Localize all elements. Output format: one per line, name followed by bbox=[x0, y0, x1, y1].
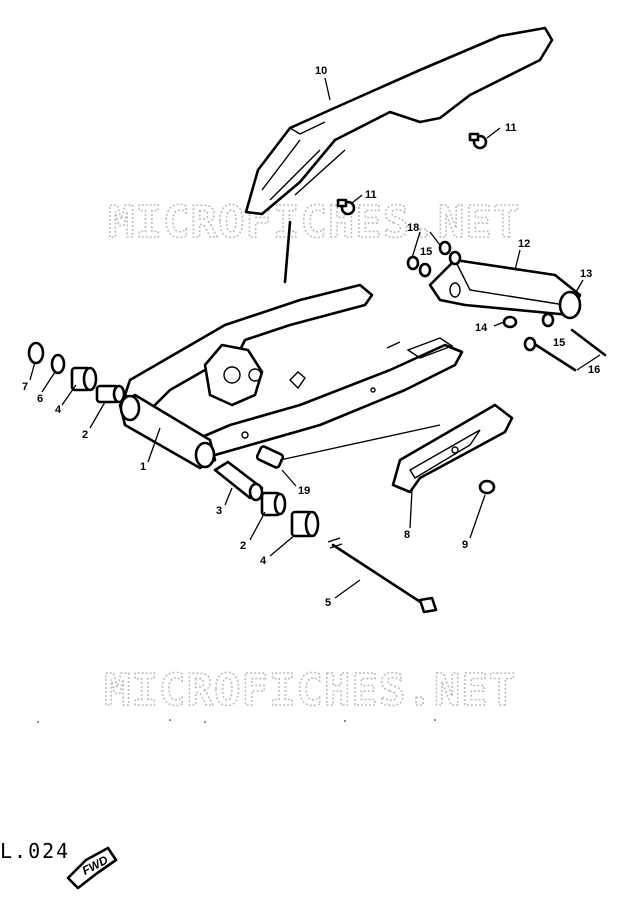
part-16-bolt-b bbox=[570, 328, 607, 357]
part-14-washer bbox=[502, 315, 518, 329]
callout-6: 6 bbox=[37, 393, 43, 405]
callout-3: 3 bbox=[216, 505, 222, 517]
callout-8: 8 bbox=[404, 529, 410, 541]
fwd-arrow-icon: FWD bbox=[66, 846, 118, 890]
part-4-bearing-right bbox=[290, 510, 320, 538]
callout-1: 1 bbox=[140, 461, 146, 473]
leader-lines bbox=[29, 77, 601, 599]
part-15-nut-left bbox=[418, 262, 432, 278]
spacer-guide-line bbox=[279, 424, 441, 461]
callout-7: 7 bbox=[22, 381, 28, 393]
callout-4-right: 4 bbox=[260, 555, 267, 567]
part-15-nut-right-b bbox=[523, 336, 537, 352]
callout-9: 9 bbox=[462, 539, 468, 551]
callout-15-bottom: 15 bbox=[553, 337, 565, 349]
chain-case-mount-line bbox=[283, 220, 292, 284]
callout-4-left: 4 bbox=[55, 404, 62, 416]
callout-11-upper: 11 bbox=[505, 122, 517, 134]
figure-code: L.024 bbox=[0, 839, 70, 863]
part-4-bearing-left bbox=[70, 366, 98, 392]
callout-18-top: 18 bbox=[407, 222, 419, 234]
part-19-spacer bbox=[255, 445, 285, 469]
part-3-collar bbox=[213, 460, 264, 502]
part-10-chain-case bbox=[244, 26, 554, 216]
callout-13: 13 bbox=[580, 268, 592, 280]
callout-11-lower: 11 bbox=[365, 189, 377, 201]
part-2-bushing-right bbox=[260, 491, 287, 517]
part-16-bolt-a bbox=[534, 343, 577, 372]
part-13-cap bbox=[558, 290, 582, 320]
callout-16: 16 bbox=[588, 364, 600, 376]
part-15-nut-left-b bbox=[448, 250, 462, 266]
callout-12: 12 bbox=[518, 238, 530, 250]
part-18-nut-b bbox=[438, 240, 452, 256]
part-1-swingarm bbox=[118, 283, 464, 470]
part-8-chain-guide bbox=[391, 403, 514, 494]
callout-14: 14 bbox=[475, 322, 488, 334]
scan-marks bbox=[37, 719, 436, 723]
callout-2-left: 2 bbox=[82, 429, 88, 441]
part-15-nut-right-a bbox=[541, 312, 555, 328]
part-9-screw bbox=[478, 479, 496, 495]
part-2-bushing-left bbox=[95, 384, 126, 404]
part-11-bolt-upper bbox=[468, 132, 488, 150]
watermark-bottom: MICROFICHES.NET bbox=[104, 665, 516, 716]
part-11-bolt-lower bbox=[336, 198, 356, 216]
callout-5: 5 bbox=[325, 597, 331, 609]
part-12-chain-puller bbox=[428, 258, 582, 317]
part-6-washer bbox=[50, 353, 66, 375]
part-18-nut-a bbox=[406, 255, 420, 271]
callout-labels: 10 11 11 18 15 12 13 14 15 16 7 6 4 2 1 … bbox=[22, 65, 600, 609]
watermark-top: MICROFICHES.NET bbox=[108, 197, 520, 248]
part-7-nut bbox=[27, 341, 45, 365]
callout-2-right: 2 bbox=[240, 540, 246, 552]
callout-19: 19 bbox=[298, 485, 310, 497]
callout-15-top: 15 bbox=[420, 246, 432, 258]
part-5-pivot-shaft bbox=[327, 537, 438, 614]
callout-10: 10 bbox=[315, 65, 327, 77]
